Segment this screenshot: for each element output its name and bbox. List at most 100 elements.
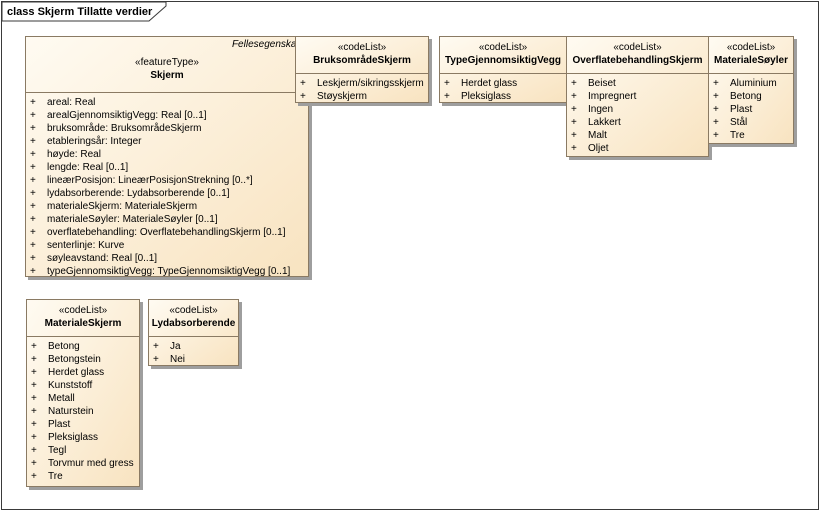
class-stereotype: «codeList» (169, 305, 218, 316)
literal-text: Kunststoff (48, 380, 93, 391)
literal-row[interactable]: +Herdet glass (27, 366, 139, 379)
literal-row[interactable]: +Kunststoff (27, 379, 139, 392)
attribute-row[interactable]: +arealGjennomsiktigVegg: Real [0..1] (26, 109, 308, 122)
class-name: OverflatebehandlingSkjerm (572, 55, 703, 66)
value-list: +Herdet glass+Pleksiglass (440, 73, 566, 103)
literal-row[interactable]: +Impregnert (567, 90, 708, 103)
literal-row[interactable]: +Plast (27, 418, 139, 431)
attribute-text: overflatebehandling: Overflatebehandling… (47, 227, 286, 238)
value-list: +Betong+Betongstein+Herdet glass+Kunstst… (27, 336, 139, 483)
literal-row[interactable]: +Pleksiglass (27, 431, 139, 444)
literal-row[interactable]: + Malt (567, 129, 708, 142)
literal-row[interactable]: +Betongstein (27, 353, 139, 366)
visibility-marker: + (31, 354, 37, 365)
visibility-marker: + (571, 78, 577, 89)
attribute-row[interactable]: +lineærPosisjon: LineærPosisjonStrekning… (26, 174, 308, 187)
literal-row[interactable]: +Støyskjerm (296, 90, 428, 103)
literal-row[interactable]: +Metall (27, 392, 139, 405)
diagram-title-tab (2, 2, 167, 22)
attribute-row[interactable]: + lengde: Real [0..1] (26, 161, 308, 174)
visibility-marker: + (713, 104, 719, 115)
attribute-text: høyde: Real (47, 149, 101, 160)
literal-row[interactable]: + Tre (27, 470, 139, 483)
literal-text: Naturstein (48, 406, 94, 417)
visibility-marker: + (30, 188, 36, 199)
visibility-marker: + (30, 123, 36, 134)
literal-row[interactable]: +Ja (149, 340, 238, 353)
visibility-marker: + (30, 162, 36, 173)
attribute-text: søyleavstand: Real [0..1] (47, 253, 158, 264)
literal-row[interactable]: +Torvmur med gress (27, 457, 139, 470)
literal-text: Pleksiglass (48, 432, 99, 443)
attribute-row[interactable]: +typeGjennomsiktigVegg: TypeGjennomsikti… (26, 265, 308, 278)
literal-row[interactable]: +Herdet glass (440, 77, 566, 90)
literal-text: Stål (730, 117, 748, 128)
visibility-marker: + (30, 266, 36, 277)
attribute-row[interactable]: + søyleavstand: Real [0..1] (26, 252, 308, 265)
literal-row[interactable]: +Tegl (27, 444, 139, 457)
visibility-marker: + (153, 341, 159, 352)
attribute-row[interactable]: +etableringsår: Integer (26, 135, 308, 148)
literal-text: Betong (730, 91, 762, 102)
codelist-materialeskjerm[interactable]: «codeList» MaterialeSkjerm +Betong+Beton… (26, 299, 140, 487)
visibility-marker: + (30, 97, 36, 108)
attribute-text: lengde: Real [0..1] (47, 162, 129, 173)
literal-row[interactable]: +Nei (149, 353, 238, 366)
literal-row[interactable]: +Ingen (567, 103, 708, 116)
class-skjerm[interactable]: Fellesegenskap «featureType» Skjerm +are… (25, 36, 309, 277)
literal-text: Tre (48, 471, 63, 482)
literal-row[interactable]: +Stål (709, 116, 793, 129)
value-list: +Beiset+Impregnert+Ingen+Lakkert+Malt+Ol… (567, 73, 708, 155)
attribute-row[interactable]: +materialeSøyler: MaterialeSøyler [0..1] (26, 213, 308, 226)
literal-row[interactable]: +Lakkert (567, 116, 708, 129)
class-name: MaterialeSkjerm (44, 318, 122, 329)
literal-row[interactable]: +Pleksiglass (440, 90, 566, 103)
literal-row[interactable]: +Oljet (567, 142, 708, 155)
literal-row[interactable]: + Beiset (567, 77, 708, 90)
class-name: TypeGjennomsiktigVegg (445, 55, 561, 66)
codelist-typegjennomsiktigvegg[interactable]: «codeList» TypeGjennomsiktigVegg +Herdet… (439, 36, 567, 103)
attribute-text: lineærPosisjon: LineærPosisjonStrekning … (47, 175, 253, 186)
visibility-marker: + (31, 471, 37, 482)
literal-row[interactable]: +Betong (27, 340, 139, 353)
attribute-row[interactable]: +materialeSkjerm: MaterialeSkjerm (26, 200, 308, 213)
literal-text: Torvmur med gress (48, 458, 134, 469)
class-stereotype: «codeList» (337, 42, 387, 53)
attribute-text: bruksområde: BruksområdeSkjerm (47, 123, 202, 134)
visibility-marker: + (31, 341, 37, 352)
literal-text: Leskjerm/sikringsskjerm (317, 78, 424, 89)
codelist-materialesoyler[interactable]: «codeList» MaterialeSøyler +Aluminium+Be… (708, 36, 794, 144)
attribute-row[interactable]: +lydabsorberende: Lydabsorberende [0..1] (26, 187, 308, 200)
visibility-marker: + (30, 214, 36, 225)
attribute-row[interactable]: + bruksområde: BruksområdeSkjerm (26, 122, 308, 135)
attribute-row[interactable]: +senterlinje: Kurve (26, 239, 308, 252)
visibility-marker: + (30, 253, 36, 264)
visibility-marker: + (31, 419, 37, 430)
visibility-marker: + (300, 78, 306, 89)
visibility-marker: + (444, 78, 450, 89)
attribute-row[interactable]: + overflatebehandling: Overflatebehandlin… (26, 226, 308, 239)
literal-text: Plast (730, 104, 753, 115)
literal-text: Metall (48, 393, 75, 404)
visibility-marker: + (30, 240, 36, 251)
visibility-marker: + (30, 136, 36, 147)
visibility-marker: + (571, 130, 577, 141)
visibility-marker: + (30, 227, 36, 238)
value-list: +Ja+Nei (149, 336, 238, 366)
literal-row[interactable]: + Plast (709, 103, 793, 116)
literal-text: Beiset (588, 78, 616, 89)
literal-row[interactable]: + Leskjerm/sikringsskjerm (296, 77, 428, 90)
codelist-overflatebehandlingskjerm[interactable]: «codeList» OverflatebehandlingSkjerm +Be… (566, 36, 709, 157)
value-list: +Aluminium+Betong+Plast+Stål+Tre (709, 73, 793, 142)
codelist-lydabsorberende[interactable]: «codeList» Lydabsorberende +Ja+Nei (148, 299, 239, 366)
literal-row[interactable]: +Tre (709, 129, 793, 142)
codelist-bruksomradeskjerm[interactable]: «codeList» BruksområdeSkjerm + Leskjerm/s… (295, 36, 429, 103)
attribute-row[interactable]: +høyde: Real (26, 148, 308, 161)
literal-row[interactable]: +Betong (709, 90, 793, 103)
attribute-row[interactable]: +areal: Real (26, 96, 308, 109)
literal-row[interactable]: +Naturstein (27, 405, 139, 418)
class-name: BruksområdeSkjerm (313, 55, 411, 66)
visibility-marker: + (713, 78, 719, 89)
literal-text: Malt (588, 130, 607, 141)
literal-row[interactable]: +Aluminium (709, 77, 793, 90)
